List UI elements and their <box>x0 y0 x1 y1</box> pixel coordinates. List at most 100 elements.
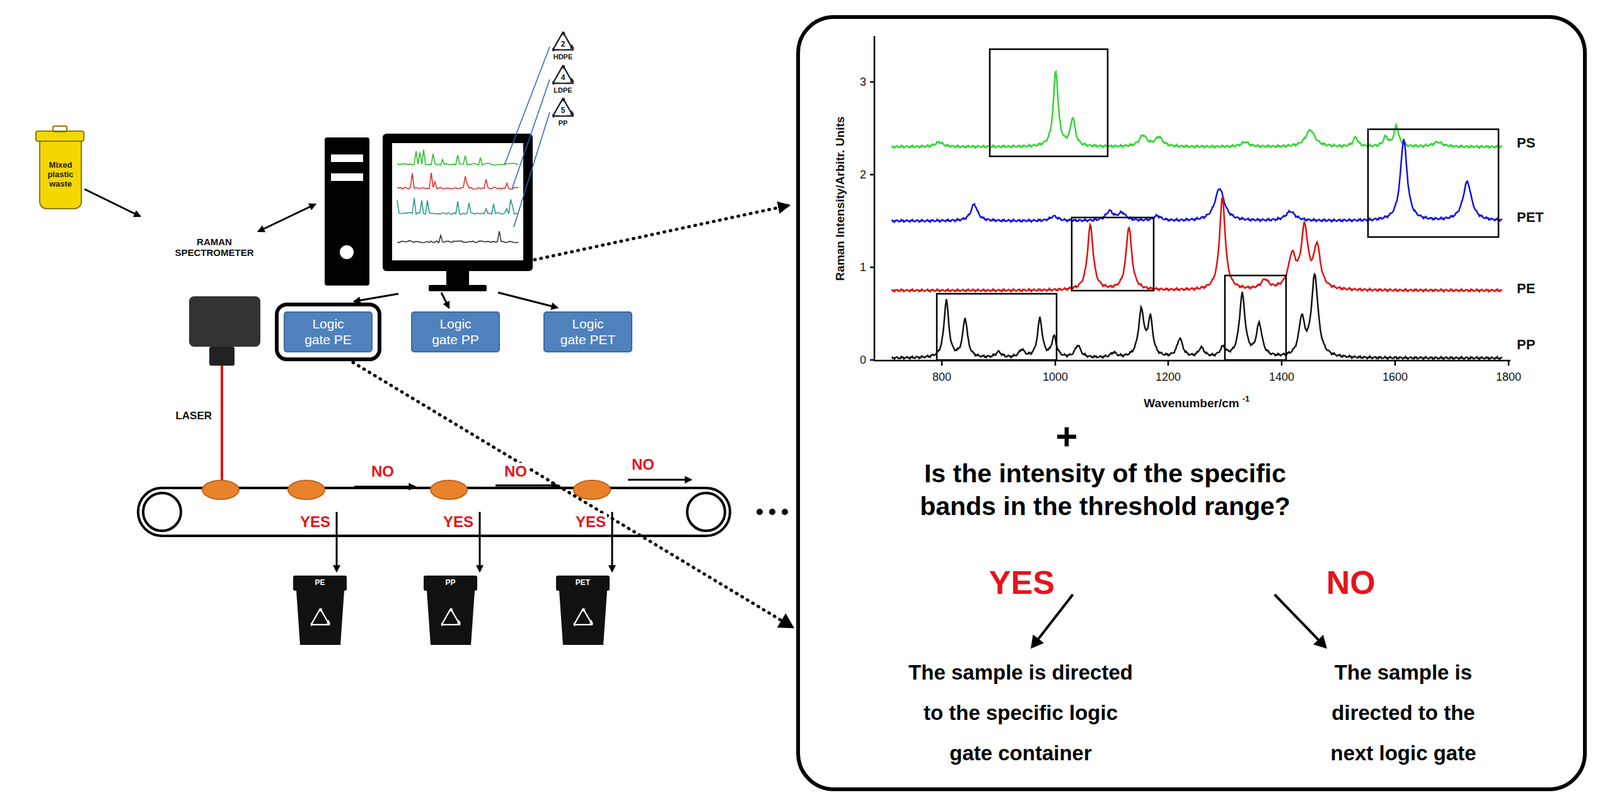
edge-label: YES <box>987 564 1057 601</box>
band-highlight <box>936 49 1499 360</box>
chart-axes <box>869 81 875 84</box>
chart-axes <box>869 359 875 362</box>
plastic-sample <box>288 480 325 500</box>
logic-gate-box: Logic gate PET <box>543 311 633 353</box>
computer-monitor <box>392 143 524 261</box>
label-text: NO <box>503 462 529 481</box>
node-text: Mixed plastic waste <box>42 160 79 190</box>
flow-arrow <box>336 479 691 572</box>
recycling-symbol <box>552 64 575 86</box>
computer-monitor <box>382 133 533 292</box>
outcome-text: The sample is directed to the specific l… <box>906 652 1135 774</box>
label-text: YES <box>574 513 608 531</box>
label-text: NO <box>370 462 396 481</box>
node-text: + <box>1055 417 1078 456</box>
label-text: 1400 <box>1267 370 1296 384</box>
control-arrow <box>354 292 558 308</box>
edge-label: NO <box>1324 564 1378 601</box>
raman-spectrometer <box>189 296 261 366</box>
conveyor-belt <box>687 492 725 531</box>
label-text: LDPE <box>552 86 574 95</box>
recycling-symbol <box>552 97 575 118</box>
computer-tower <box>330 154 364 163</box>
waste-bin-lid <box>35 126 84 142</box>
band-highlight <box>936 293 1057 360</box>
flow-arrow <box>354 486 415 488</box>
node-text: The sample is directed to the next logic… <box>1321 652 1486 774</box>
laser-beam <box>220 365 224 482</box>
node-text: PET <box>575 578 591 587</box>
node-text: PP <box>445 578 456 587</box>
label-text: 1600 <box>1381 370 1409 384</box>
chart-axes <box>869 35 1511 366</box>
logic-gate-box: Logic gate PE <box>283 311 373 353</box>
computer-monitor <box>446 271 470 287</box>
node-text: PE <box>314 578 325 587</box>
band-highlight <box>1368 129 1499 238</box>
recycling-bin <box>559 590 608 645</box>
computer-monitor <box>382 133 533 272</box>
chart-axes <box>869 173 875 176</box>
label-text: 2 <box>858 168 868 182</box>
chart-axes <box>1167 360 1170 366</box>
label-text: 3 <box>858 75 868 89</box>
continuation-dots <box>756 508 763 516</box>
recycling-symbol <box>441 608 462 627</box>
node-text: Logic gate PET <box>559 316 618 347</box>
arrow-head <box>1030 634 1044 649</box>
band-highlight <box>1224 275 1287 360</box>
chart-axes <box>873 35 876 362</box>
spectrum-line <box>892 71 1503 149</box>
label-text: RAMAN SPECTROMETER <box>172 236 257 259</box>
label-text: LASER <box>173 409 214 423</box>
continuation-dots <box>756 508 789 516</box>
label-text: 5 <box>559 106 567 116</box>
chart-axes <box>1507 360 1510 366</box>
computer-monitor <box>428 284 487 292</box>
conveyor-belt <box>143 492 181 531</box>
label-text: PS <box>1515 134 1537 151</box>
waste-bin: Mixed plastic waste <box>39 140 82 210</box>
spectrum-line <box>892 197 1503 292</box>
recycling-symbol <box>552 31 575 52</box>
recycling-symbol <box>310 608 331 627</box>
computer-tower <box>324 137 370 286</box>
label-text: -1 <box>1241 394 1252 405</box>
spectrum-line <box>892 139 1503 223</box>
label-text: YES <box>298 513 332 531</box>
flow-arrow <box>611 511 614 572</box>
label-text: YES <box>441 513 475 531</box>
flow-arrow <box>627 479 691 482</box>
flow-arrow <box>479 511 482 572</box>
bin-lid: PE <box>293 575 347 591</box>
recycling-bin <box>296 590 345 645</box>
node-text: Logic gate PE <box>299 316 358 347</box>
node-text: The sample is directed to the specific l… <box>906 652 1135 774</box>
screen-spectrum <box>397 231 519 243</box>
label-text: Raman Intensity/Arbitr. Units <box>833 115 848 283</box>
flow-arrow <box>336 511 338 572</box>
label-text: 2 <box>559 40 567 50</box>
screen-spectrum <box>397 150 519 166</box>
chart-axes <box>941 360 944 366</box>
computer-tower <box>330 173 364 181</box>
node-text: Logic gate PP <box>426 316 485 347</box>
waste-bin-lid <box>52 126 67 132</box>
leader-line <box>504 46 550 166</box>
control-arrow <box>441 292 449 308</box>
chart-axes <box>869 266 875 269</box>
control-arrow <box>498 292 558 308</box>
recycling-bin <box>426 590 475 645</box>
computer-tower <box>324 137 370 286</box>
label-text: NO <box>630 455 656 474</box>
spectrum-line <box>892 274 1503 360</box>
leader-line <box>513 112 550 227</box>
label-text: 1200 <box>1154 370 1183 384</box>
raman-spectrometer <box>209 346 235 366</box>
plastic-sample <box>430 480 468 500</box>
band-highlight <box>1071 217 1154 291</box>
chart-axes <box>1054 360 1057 366</box>
node-text: Is the intensity of the specific bands i… <box>903 457 1307 523</box>
bin-lid: PP <box>423 575 478 591</box>
